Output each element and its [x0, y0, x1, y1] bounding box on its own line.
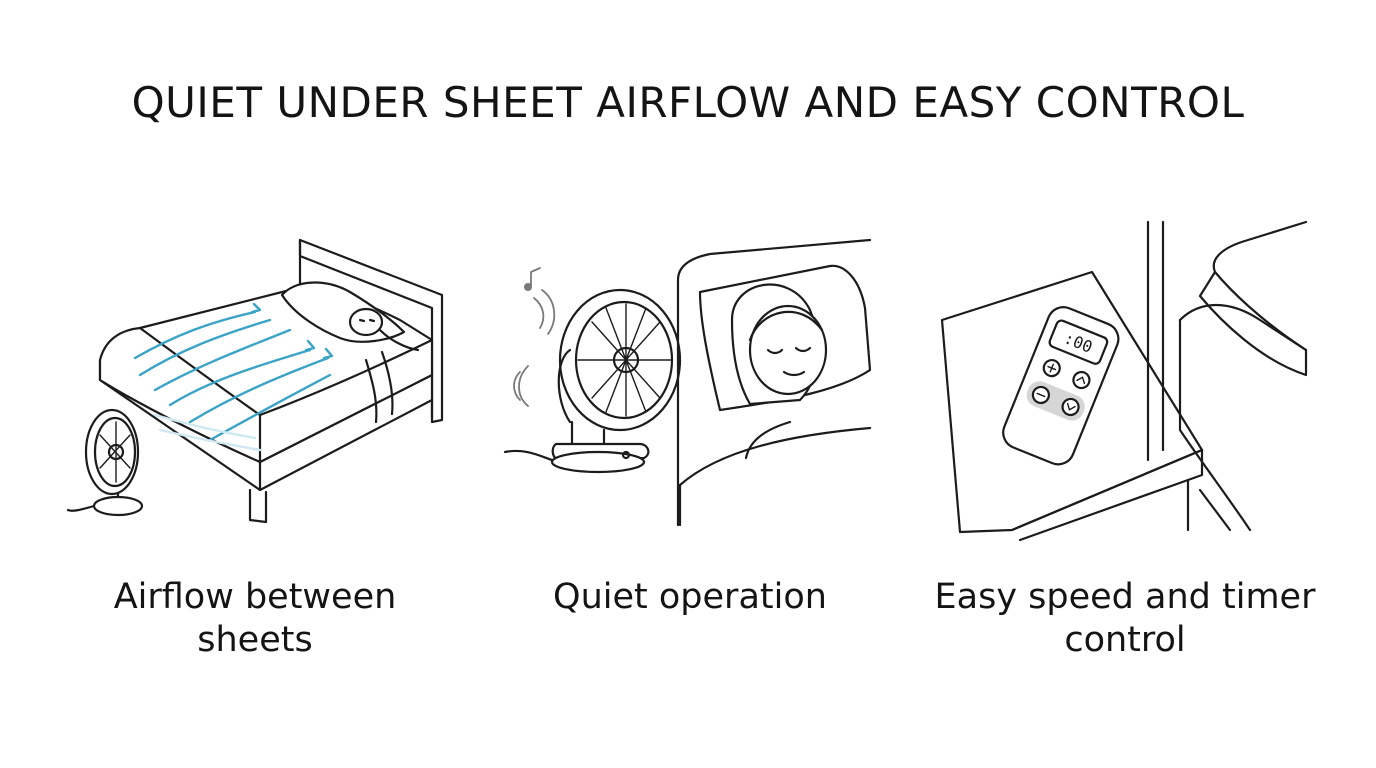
caption-quiet-operation: Quiet operation — [553, 577, 827, 617]
page-title: QUIET UNDER SHEET AIRFLOW AND EASY CONTR… — [131, 78, 1245, 127]
quiet-fan-beside-sleeping-person-icon — [500, 200, 880, 550]
caption-easy-speed-and-timer-control: Easy speed and timer control — [934, 577, 1316, 660]
caption-airflow-between-sheets: Airflow between sheets — [113, 577, 397, 660]
remote-on-nightstand-icon: :00 — [930, 200, 1320, 550]
bed-with-fan-blowing-under-sheets-icon — [60, 200, 460, 550]
